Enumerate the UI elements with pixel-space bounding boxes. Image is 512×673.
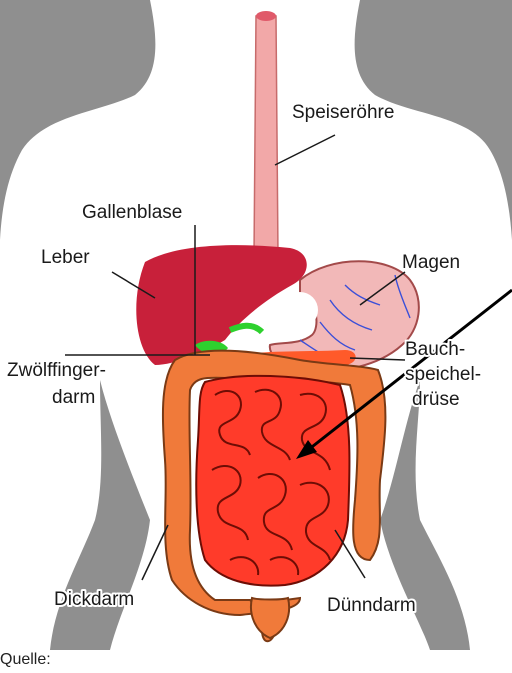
label-bauchspeicheldruese-2: speichel-	[405, 364, 481, 385]
label-zwoelffingerdarm-2: darm	[52, 387, 95, 408]
label-zwoelffingerdarm-1: Zwölffinger-	[7, 360, 106, 381]
label-speiseroehre: Speiseröhre	[292, 102, 394, 123]
label-bauchspeicheldruese-1: Bauch-	[405, 339, 465, 360]
esophagus	[254, 16, 278, 255]
label-gallenblase: Gallenblase	[82, 202, 182, 223]
label-duenndarm: Dünndarm	[327, 595, 416, 616]
esophagus-top	[256, 11, 276, 21]
label-magen: Magen	[402, 252, 460, 273]
label-bauchspeicheldruese-3: drüse	[412, 389, 460, 410]
stomach-opening	[282, 292, 318, 328]
label-dickdarm: Dickdarm	[54, 589, 134, 610]
background-bottom	[0, 650, 512, 673]
source-label: Quelle:	[0, 651, 51, 669]
label-leber: Leber	[41, 247, 90, 268]
